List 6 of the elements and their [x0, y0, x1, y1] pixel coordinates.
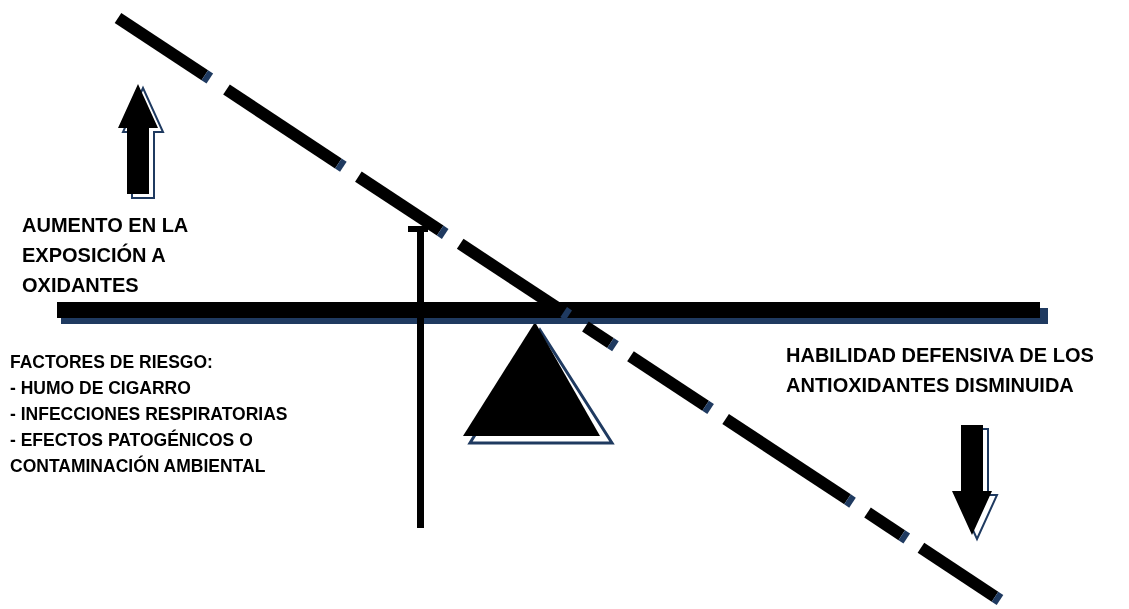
list-heading: FACTORES DE RIESGO:	[10, 351, 214, 374]
list-item: - EFECTOS PATOGÉNICOS O CONTAMINACIÓN AMBIENTAL	[10, 428, 267, 478]
annotation-text: AUMENTO EN LA EXPOSICIÓN A OXIDANTES	[22, 213, 189, 298]
annotation-text: HABILIDAD DEFENSIVA DE LOS ANTIOXIDANTES DISMINUIDA	[786, 343, 1095, 398]
list-item: - INFECCIONES RESPIRATORIAS	[10, 403, 289, 426]
list-item: - HUMO DE CIGARRO	[10, 377, 192, 400]
